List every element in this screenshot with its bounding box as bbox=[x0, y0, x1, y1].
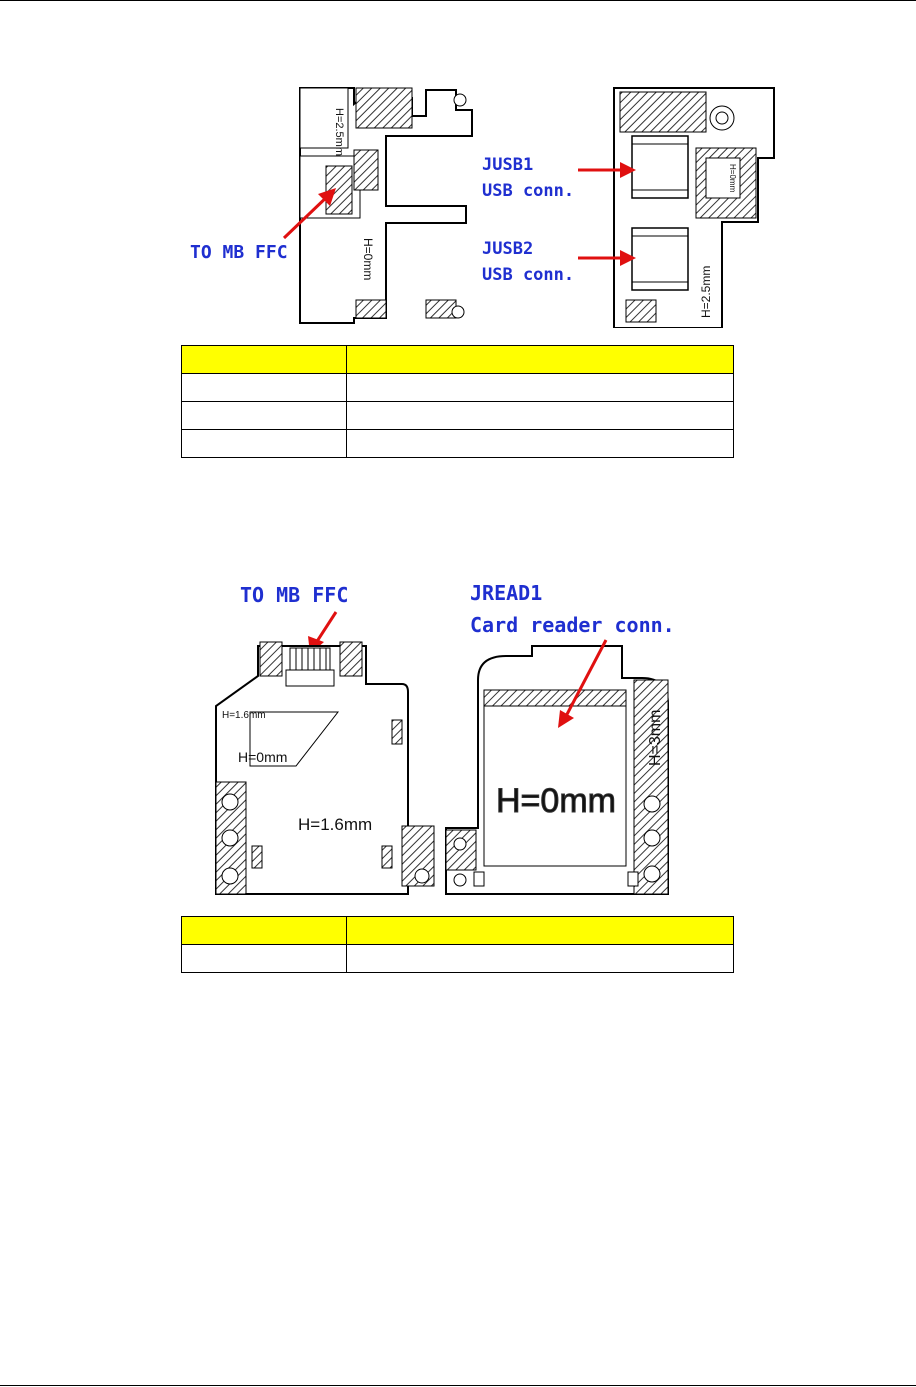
jusb2-connector bbox=[631, 227, 689, 291]
dim-c: H=1.6mm bbox=[298, 815, 372, 834]
table-cell bbox=[346, 401, 734, 430]
dim-side: H=3mm bbox=[647, 710, 664, 766]
usb-board-left-outline bbox=[299, 87, 473, 324]
card-reader-board-figure: TO MB FFC bbox=[206, 576, 754, 898]
table-row bbox=[181, 401, 734, 430]
jread1-ref: JREAD1 bbox=[470, 581, 542, 605]
card-reader-slot bbox=[483, 689, 627, 867]
jusb2-arrow bbox=[578, 250, 636, 266]
table-cell bbox=[346, 944, 734, 973]
table-header-cell bbox=[181, 345, 347, 374]
table-cell bbox=[181, 401, 347, 430]
to-mb-ffc-label: TO MB FFC bbox=[190, 242, 288, 263]
dim-mid-left: H=0mm bbox=[361, 238, 375, 280]
to-mb-ffc-label-2: TO MB FFC bbox=[240, 583, 348, 607]
table-header-row bbox=[181, 916, 734, 945]
jusb2-desc: USB conn. bbox=[482, 265, 574, 285]
jusb2-ref: JUSB2 bbox=[482, 239, 533, 259]
dim-top-left: H=2.5mm bbox=[333, 108, 345, 156]
table-cell bbox=[346, 373, 734, 402]
table-cell bbox=[181, 373, 347, 402]
dim-b: H=0mm bbox=[238, 749, 287, 765]
table-header-row bbox=[181, 345, 734, 374]
usb-board-right-outline bbox=[613, 87, 775, 328]
dim-right-board: H=2.5mm bbox=[699, 266, 713, 318]
jread1-desc: Card reader conn. bbox=[470, 613, 675, 637]
card-reader-left-outline bbox=[215, 641, 435, 895]
jusb1-arrow bbox=[578, 162, 636, 178]
card-reader-connector-table bbox=[181, 916, 734, 973]
table-cell bbox=[346, 429, 734, 458]
card-reader-board-drawing: TO MB FFC bbox=[215, 581, 675, 895]
usb-board-drawing: H=2.5mm H=0mm TO MB FFC bbox=[190, 87, 775, 328]
usb-board-connector-table bbox=[181, 345, 734, 458]
table-cell bbox=[181, 429, 347, 458]
jusb1-connector bbox=[631, 135, 689, 199]
dim-center: H=0mm bbox=[496, 782, 616, 820]
table-cell bbox=[181, 944, 347, 973]
ffc-arrow bbox=[282, 188, 336, 240]
dim-box-right: H=0mm bbox=[728, 164, 737, 193]
ffc-pins bbox=[285, 647, 335, 687]
table-header-cell bbox=[346, 345, 734, 374]
jusb1-desc: USB conn. bbox=[482, 181, 574, 201]
card-reader-right-outline bbox=[445, 645, 669, 895]
ffc-connector bbox=[325, 165, 353, 215]
table-row bbox=[181, 429, 734, 458]
table-header-cell bbox=[346, 916, 734, 945]
table-header-cell bbox=[181, 916, 347, 945]
jread1-arrow bbox=[558, 639, 608, 728]
dim-a: H=1.6mm bbox=[222, 710, 266, 721]
table-row bbox=[181, 944, 734, 973]
jusb1-ref: JUSB1 bbox=[482, 155, 533, 175]
usb-board-figure: H=2.5mm H=0mm TO MB FFC bbox=[186, 78, 778, 328]
table-row bbox=[181, 373, 734, 402]
page-bottom-rule bbox=[0, 1385, 916, 1386]
page-top-rule bbox=[0, 0, 916, 1]
